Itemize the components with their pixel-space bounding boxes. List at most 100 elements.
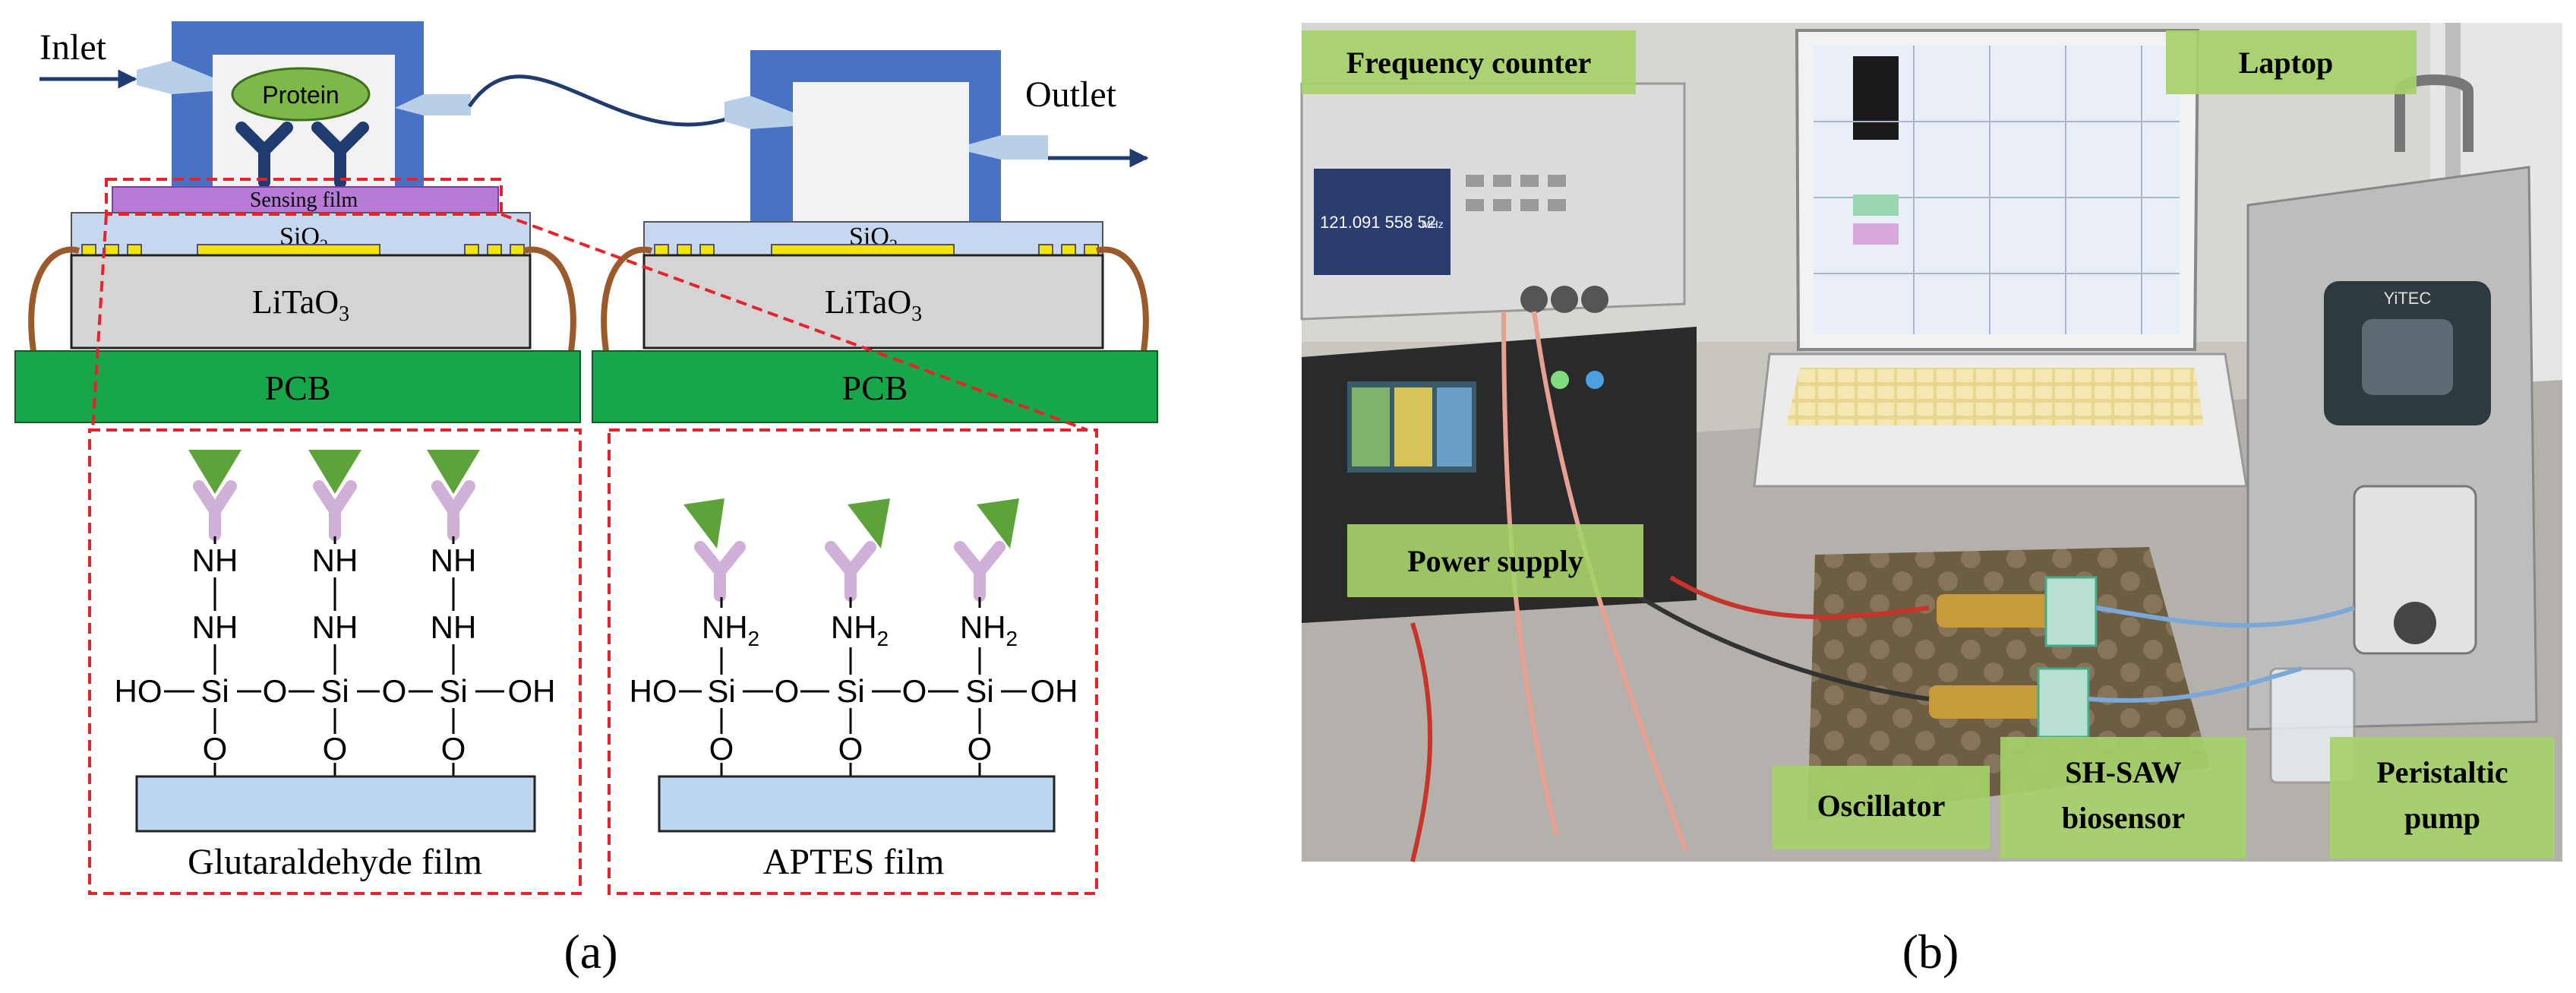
ap-column-1 xyxy=(683,498,746,602)
o-label: O xyxy=(203,731,228,767)
antibody-icon xyxy=(431,480,475,541)
biosensor-boards xyxy=(1929,576,2098,738)
cables xyxy=(1410,311,2355,862)
right-inlet-tube xyxy=(724,96,793,129)
antigen-triangle-icon xyxy=(308,450,361,494)
ho-label: HO xyxy=(115,673,163,709)
nh2-label: NH2 xyxy=(831,609,889,650)
o-label: O xyxy=(775,673,800,709)
oh-label: OH xyxy=(1031,673,1078,709)
panel-b-photo: 121.091 558 52 MHz xyxy=(1300,23,2562,979)
sh-saw-label-line2: biosensor xyxy=(2062,801,2185,835)
left-litao3-label: LiTaO3 xyxy=(252,283,349,326)
left-litao3-substrate xyxy=(70,254,532,349)
laptop-label: Laptop xyxy=(2239,46,2334,80)
counter-unit: MHz xyxy=(1422,218,1444,230)
antibody-icon xyxy=(193,480,237,541)
oh-label: OH xyxy=(508,673,556,709)
ap-bonds xyxy=(679,597,1027,776)
oscillator-label: Oscillator xyxy=(1817,789,1946,823)
annotation-labels: Frequency counter Laptop Power supply Os… xyxy=(1302,30,2555,859)
o-label: O xyxy=(382,673,407,709)
right-outlet-tube xyxy=(969,135,1048,160)
o-label: O xyxy=(441,731,466,767)
protein-blob xyxy=(231,67,371,122)
inlet-label: Inlet xyxy=(39,27,107,68)
o-label: O xyxy=(323,731,348,767)
ap-column-2 xyxy=(825,498,890,602)
o-label: O xyxy=(263,673,288,709)
outlet-label: Outlet xyxy=(1025,74,1117,115)
laptop-device xyxy=(1753,29,2248,488)
si-label: Si xyxy=(707,673,735,709)
left-outlet-tube xyxy=(395,94,471,115)
sh-saw-label-line1: SH-SAW xyxy=(2065,755,2181,789)
right-litao3-substrate xyxy=(642,254,1104,349)
nh2-label: NH2 xyxy=(960,609,1018,650)
si-label: Si xyxy=(439,673,467,709)
gl-column-1 xyxy=(188,450,242,541)
right-flow-chamber xyxy=(724,50,1048,222)
gl-column-3 xyxy=(427,450,480,541)
antigen-triangle-icon xyxy=(683,498,724,549)
glutaraldehyde-film-label: Glutaraldehyde film xyxy=(188,842,482,882)
peristaltic-pump-label-line2: pump xyxy=(2404,801,2480,835)
right-bond-wire-icon xyxy=(601,246,653,352)
pump-brand: YiTEC xyxy=(2384,289,2432,308)
si-label: Si xyxy=(965,673,993,709)
inlet-tube xyxy=(137,61,213,94)
left-pcb-label: PCB xyxy=(265,368,331,407)
left-bond-wire-icon xyxy=(522,246,576,352)
panel-a-label: (a) xyxy=(564,925,617,979)
peristaltic-pump-tag xyxy=(2330,737,2555,859)
aptes-box xyxy=(608,429,1098,895)
power-supply-tag xyxy=(1347,524,1643,597)
laptop-tag xyxy=(2166,30,2417,94)
glutaraldehyde-box xyxy=(88,429,582,895)
ho-label: HO xyxy=(630,673,677,709)
antibody-icon xyxy=(313,480,357,541)
gl-bonds xyxy=(164,536,504,776)
antigen-triangle-icon xyxy=(977,498,1019,549)
gl-column-2 xyxy=(308,450,361,541)
sensing-film-label: Sensing film xyxy=(250,188,358,212)
sh-saw-tag xyxy=(2000,737,2246,859)
antibody-icon xyxy=(825,541,876,602)
o-label: O xyxy=(838,731,863,767)
nh-label: NH xyxy=(192,542,238,578)
nh2-label: NH2 xyxy=(702,609,759,650)
frequency-counter-device: 121.091 558 52 MHz xyxy=(1300,82,1686,321)
right-pcb xyxy=(592,350,1158,423)
power-supply-label: Power supply xyxy=(1407,544,1583,578)
y-antibody-icon xyxy=(235,122,369,188)
antigen-triangle-icon xyxy=(188,450,242,494)
right-bond-wire-icon xyxy=(1095,246,1149,352)
panel-a: Inlet Protein Sensing film SiO2 LiTaO3 xyxy=(14,21,1158,979)
frequency-counter-label: Frequency counter xyxy=(1346,46,1592,80)
callout-dashes xyxy=(88,178,1098,895)
peristaltic-pump-label-line1: Peristaltic xyxy=(2376,755,2508,789)
antibody-icon xyxy=(954,541,1005,602)
counter-readout: 121.091 558 52 xyxy=(1320,213,1436,232)
antibody-icon xyxy=(694,541,746,602)
aptes-structure: NH2 NH2 NH2 HO Si O Si O Si OH O O O xyxy=(630,498,1078,882)
protein-label: Protein xyxy=(262,81,339,109)
right-pcb-label: PCB xyxy=(842,368,908,407)
ap-column-3 xyxy=(954,498,1019,602)
nh-label: NH xyxy=(431,542,477,578)
left-pcb xyxy=(14,350,581,423)
glutaraldehyde-structure: NH NH NH NH NH NH HO Si O Si O Si OH O O… xyxy=(115,450,556,882)
left-bond-wire-icon xyxy=(28,246,80,352)
right-litao3-label: LiTaO3 xyxy=(825,283,922,326)
panel-b-label: (b) xyxy=(1902,925,1959,979)
connecting-tube xyxy=(467,74,746,127)
nh-label: NH xyxy=(431,609,477,645)
oscillator-tag xyxy=(1773,766,1990,849)
si-label: Si xyxy=(200,673,229,709)
antigen-triangle-icon xyxy=(427,450,480,494)
nh-label: NH xyxy=(312,609,358,645)
peristaltic-pump-device: YiTEC xyxy=(2246,74,2538,731)
si-label: Si xyxy=(320,673,349,709)
aptes-substrate xyxy=(658,775,1056,833)
